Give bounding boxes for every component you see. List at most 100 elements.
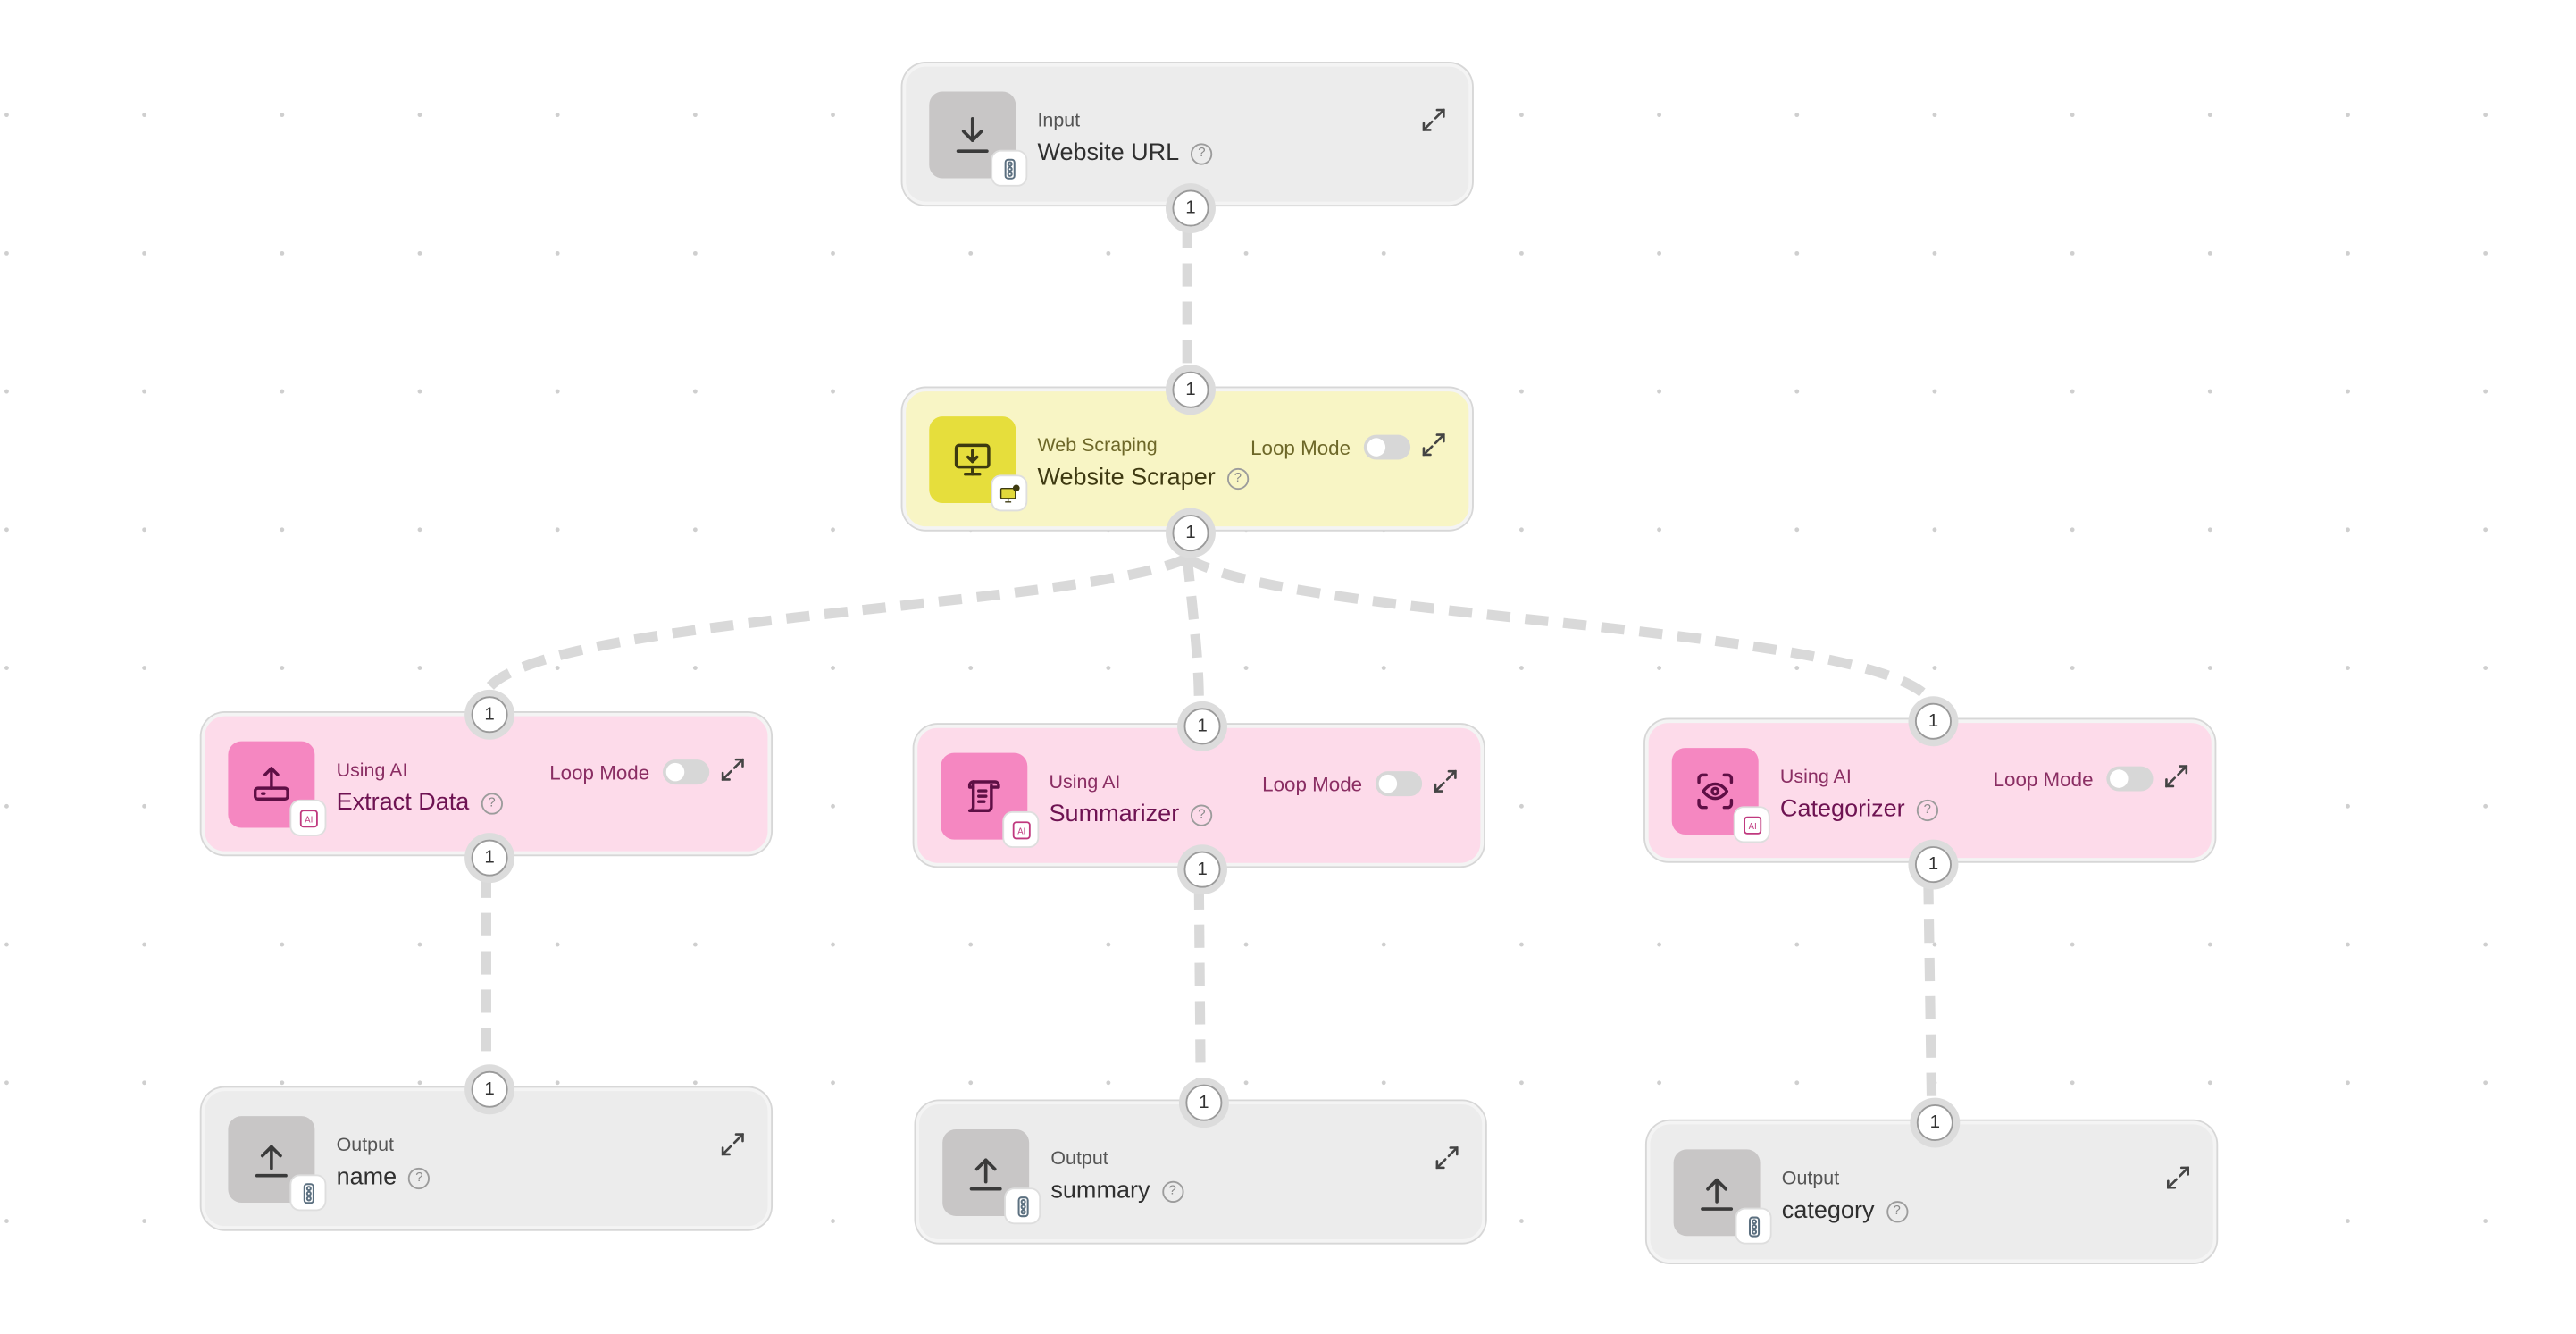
grid-dot [1518, 113, 1524, 118]
grid-dot [142, 942, 147, 947]
help-icon[interactable]: ? [1916, 798, 1938, 821]
grid-dot [1657, 942, 1662, 947]
help-icon[interactable]: ? [1191, 142, 1213, 164]
node-website-scraper[interactable]: 1 Web Scraping Website Scraper? Loop Mod… [902, 371, 1473, 552]
grid-dot [2070, 113, 2075, 118]
loop-mode-toggle[interactable] [1375, 771, 1423, 797]
grid-dot [2483, 250, 2488, 256]
input-port[interactable]: 1 [1172, 371, 1209, 408]
help-icon[interactable]: ? [408, 1166, 431, 1189]
expand-icon[interactable] [1418, 430, 1449, 460]
input-port[interactable]: 1 [471, 1070, 508, 1108]
node-categorizer[interactable]: 1 AI Using AI Categorizer? Loop Mode 1 [1644, 702, 2215, 884]
grid-dot [280, 942, 285, 947]
help-icon[interactable]: ? [1161, 1179, 1183, 1203]
grid-dot [555, 389, 560, 394]
node-title-text: Categorizer [1779, 796, 1905, 823]
output-port[interactable]: 1 [1172, 189, 1209, 227]
grid-dot [692, 527, 698, 533]
grid-dot [2346, 113, 2350, 118]
grid-dot [2483, 803, 2488, 809]
node-output-category[interactable]: 1 Output category? [1646, 1104, 2217, 1263]
grid-dot [1381, 942, 1386, 947]
loop-mode-toggle[interactable] [2106, 766, 2154, 792]
grid-dot [2483, 1080, 2488, 1086]
node-title: Extract Data? [337, 790, 503, 817]
loop-mode-control: Loop Mode [1993, 766, 2154, 792]
loop-mode-label: Loop Mode [1262, 772, 1363, 796]
grid-dot [2483, 942, 2488, 947]
grid-dot [1657, 389, 1662, 394]
grid-dot [1932, 666, 1937, 671]
node-category-label: Input [1037, 111, 1081, 132]
node-category-label: Using AI [1779, 768, 1852, 788]
help-icon[interactable]: ? [1886, 1200, 1908, 1222]
grid-dot [2207, 113, 2212, 118]
output-port[interactable]: 1 [471, 839, 508, 877]
input-port[interactable]: 1 [1914, 702, 1952, 740]
help-icon[interactable]: ? [1226, 466, 1250, 490]
loop-mode-label: Loop Mode [549, 760, 650, 784]
output-port[interactable]: 1 [1914, 846, 1952, 884]
expand-icon[interactable] [1418, 105, 1449, 135]
grid-dot [142, 389, 147, 394]
node-title-text: summary [1050, 1178, 1150, 1204]
node-category-label: Web Scraping [1037, 436, 1158, 457]
node-category-label: Output [336, 1136, 394, 1156]
grid-dot [2207, 666, 2212, 671]
grid-dot [417, 1080, 422, 1086]
expand-icon[interactable] [718, 1129, 749, 1160]
grid-dot [968, 942, 974, 947]
grid-dot [1657, 113, 1662, 118]
connection-summarizer-out_summary [1193, 885, 1206, 1080]
input-port[interactable]: 1 [471, 696, 508, 734]
grid-dot [692, 942, 698, 947]
toggle-knob [2110, 769, 2129, 788]
node-summarizer[interactable]: 1 AI Using AI Summarizer? Loop Mode 1 [914, 708, 1485, 888]
grid-dot [555, 527, 560, 533]
expand-icon[interactable] [2163, 1162, 2194, 1193]
grid-dot [1794, 666, 1800, 671]
node-title-text: category [1781, 1197, 1875, 1225]
connection-scraper-extract [481, 553, 1190, 695]
loop-mode-toggle[interactable] [663, 759, 710, 785]
loop-mode-control: Loop Mode [1262, 771, 1423, 797]
expand-icon[interactable] [718, 755, 749, 785]
help-icon[interactable]: ? [481, 792, 503, 814]
node-title-text: name [336, 1164, 397, 1191]
loop-mode-toggle[interactable] [1363, 434, 1411, 460]
grid-dot [1381, 250, 1386, 256]
node-output-summary[interactable]: 1 Output summary? [916, 1084, 1485, 1243]
grid-dot [692, 666, 698, 671]
grid-dot [1794, 113, 1800, 118]
grid-dot [1243, 666, 1249, 671]
ai-chip-icon: AI [291, 801, 325, 835]
output-port[interactable]: 1 [1172, 515, 1209, 552]
input-port[interactable]: 1 [1183, 708, 1221, 745]
grid-dot [555, 666, 560, 671]
expand-icon[interactable] [2162, 761, 2192, 792]
loop-mode-label: Loop Mode [1993, 767, 2094, 791]
grid-dot [142, 527, 147, 533]
grid-dot [417, 666, 422, 671]
grid-dot [2483, 527, 2488, 533]
help-icon[interactable]: ? [1191, 803, 1213, 826]
grid-dot [1794, 942, 1800, 947]
node-output-name[interactable]: 1 Output name? [201, 1070, 772, 1229]
grid-dot [692, 1080, 698, 1086]
output-port[interactable]: 1 [1183, 851, 1221, 888]
grid-dot [555, 942, 560, 947]
node-extract-data[interactable]: 1 AI Using AI Extract Data? Loop Mode 1 [201, 696, 772, 877]
input-port[interactable]: 1 [1185, 1084, 1223, 1121]
node-title: category? [1782, 1197, 1908, 1224]
grid-dot [1106, 1080, 1111, 1086]
expand-icon[interactable] [1432, 1143, 1462, 1173]
expand-icon[interactable] [1430, 767, 1460, 797]
input-port[interactable]: 1 [1916, 1104, 1953, 1142]
grid-dot [1932, 942, 1937, 947]
node-input[interactable]: Input Website URL? 1 [902, 63, 1473, 227]
grid-dot [1243, 1080, 1249, 1086]
grid-dot [1243, 250, 1249, 256]
grid-dot [1243, 942, 1249, 947]
